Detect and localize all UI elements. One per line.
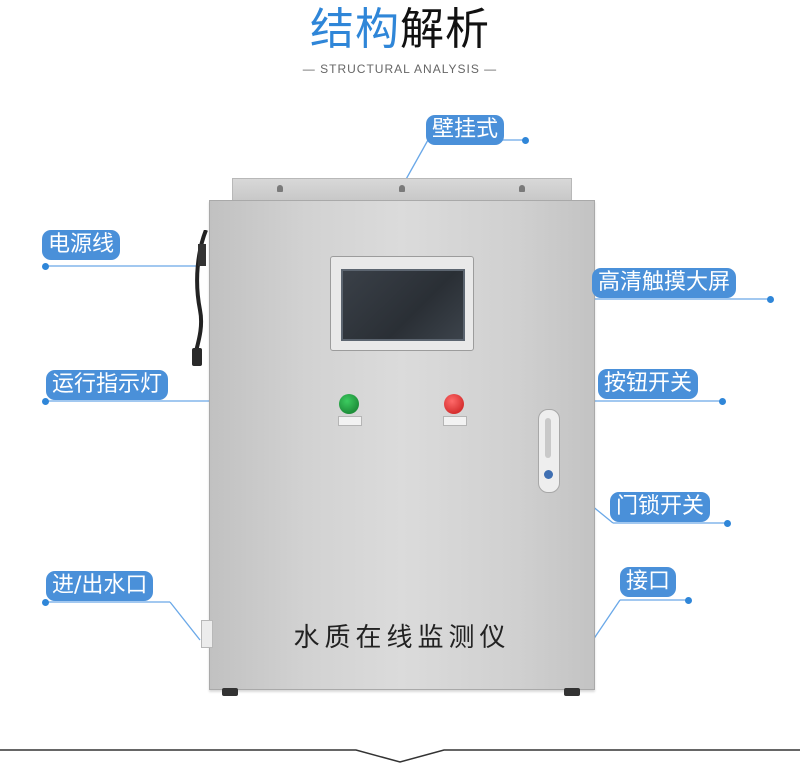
touch-screen[interactable] [341,269,465,341]
subtitle-dash-left: — [302,62,321,76]
label-inlet-outlet: 进/出水口 [46,571,154,601]
subtitle-text: STRUCTURAL ANALYSIS [320,62,480,76]
cabinet-body: 水质在线监测仪 [209,200,595,690]
handle-bar [545,418,551,458]
label-dot [42,599,49,606]
title-part-1: 结构 [310,4,400,55]
label-dot [522,137,529,144]
mount-hole-icon [519,185,525,192]
door-lock-handle[interactable] [538,409,560,493]
cabinet-foot [564,688,580,696]
device-name-label: 水质在线监测仪 [293,623,511,653]
label-port: 接口 [620,567,677,597]
subtitle-dash-right: — [479,62,498,76]
title-part-2: 解析 [400,4,490,55]
power-cord-icon [192,230,208,366]
label-door-lock: 门锁开关 [610,492,711,522]
label-wall-mount: 壁挂式 [426,115,505,145]
button-base [443,416,467,426]
label-dot [42,263,49,270]
mount-hole-icon [277,185,283,192]
label-touch-screen: 高清触摸大屏 [592,268,737,298]
green-indicator-light-icon [339,394,359,414]
label-dot [42,398,49,405]
lock-keyhole-icon [544,470,553,479]
leader-port-tail [592,599,621,641]
mount-hole-icon [399,185,405,192]
red-button-icon[interactable] [444,394,464,414]
label-button-switch: 按钮开关 [598,369,699,399]
indicator-light-base [338,416,362,426]
page-title: 结构解析 [0,2,800,58]
label-power-cord: 电源线 [42,230,121,260]
leader-inlet-outlet-tail [169,601,201,641]
label-indicator-light: 运行指示灯 [46,370,169,400]
label-dot [724,520,731,527]
cabinet-foot [222,688,238,696]
inlet-outlet-pipe [201,620,213,648]
touch-screen-bezel [330,256,474,351]
label-dot [767,296,774,303]
label-dot [719,398,726,405]
section-divider [0,749,800,763]
label-dot [685,597,692,604]
page-subtitle: — STRUCTURAL ANALYSIS — [0,62,800,76]
